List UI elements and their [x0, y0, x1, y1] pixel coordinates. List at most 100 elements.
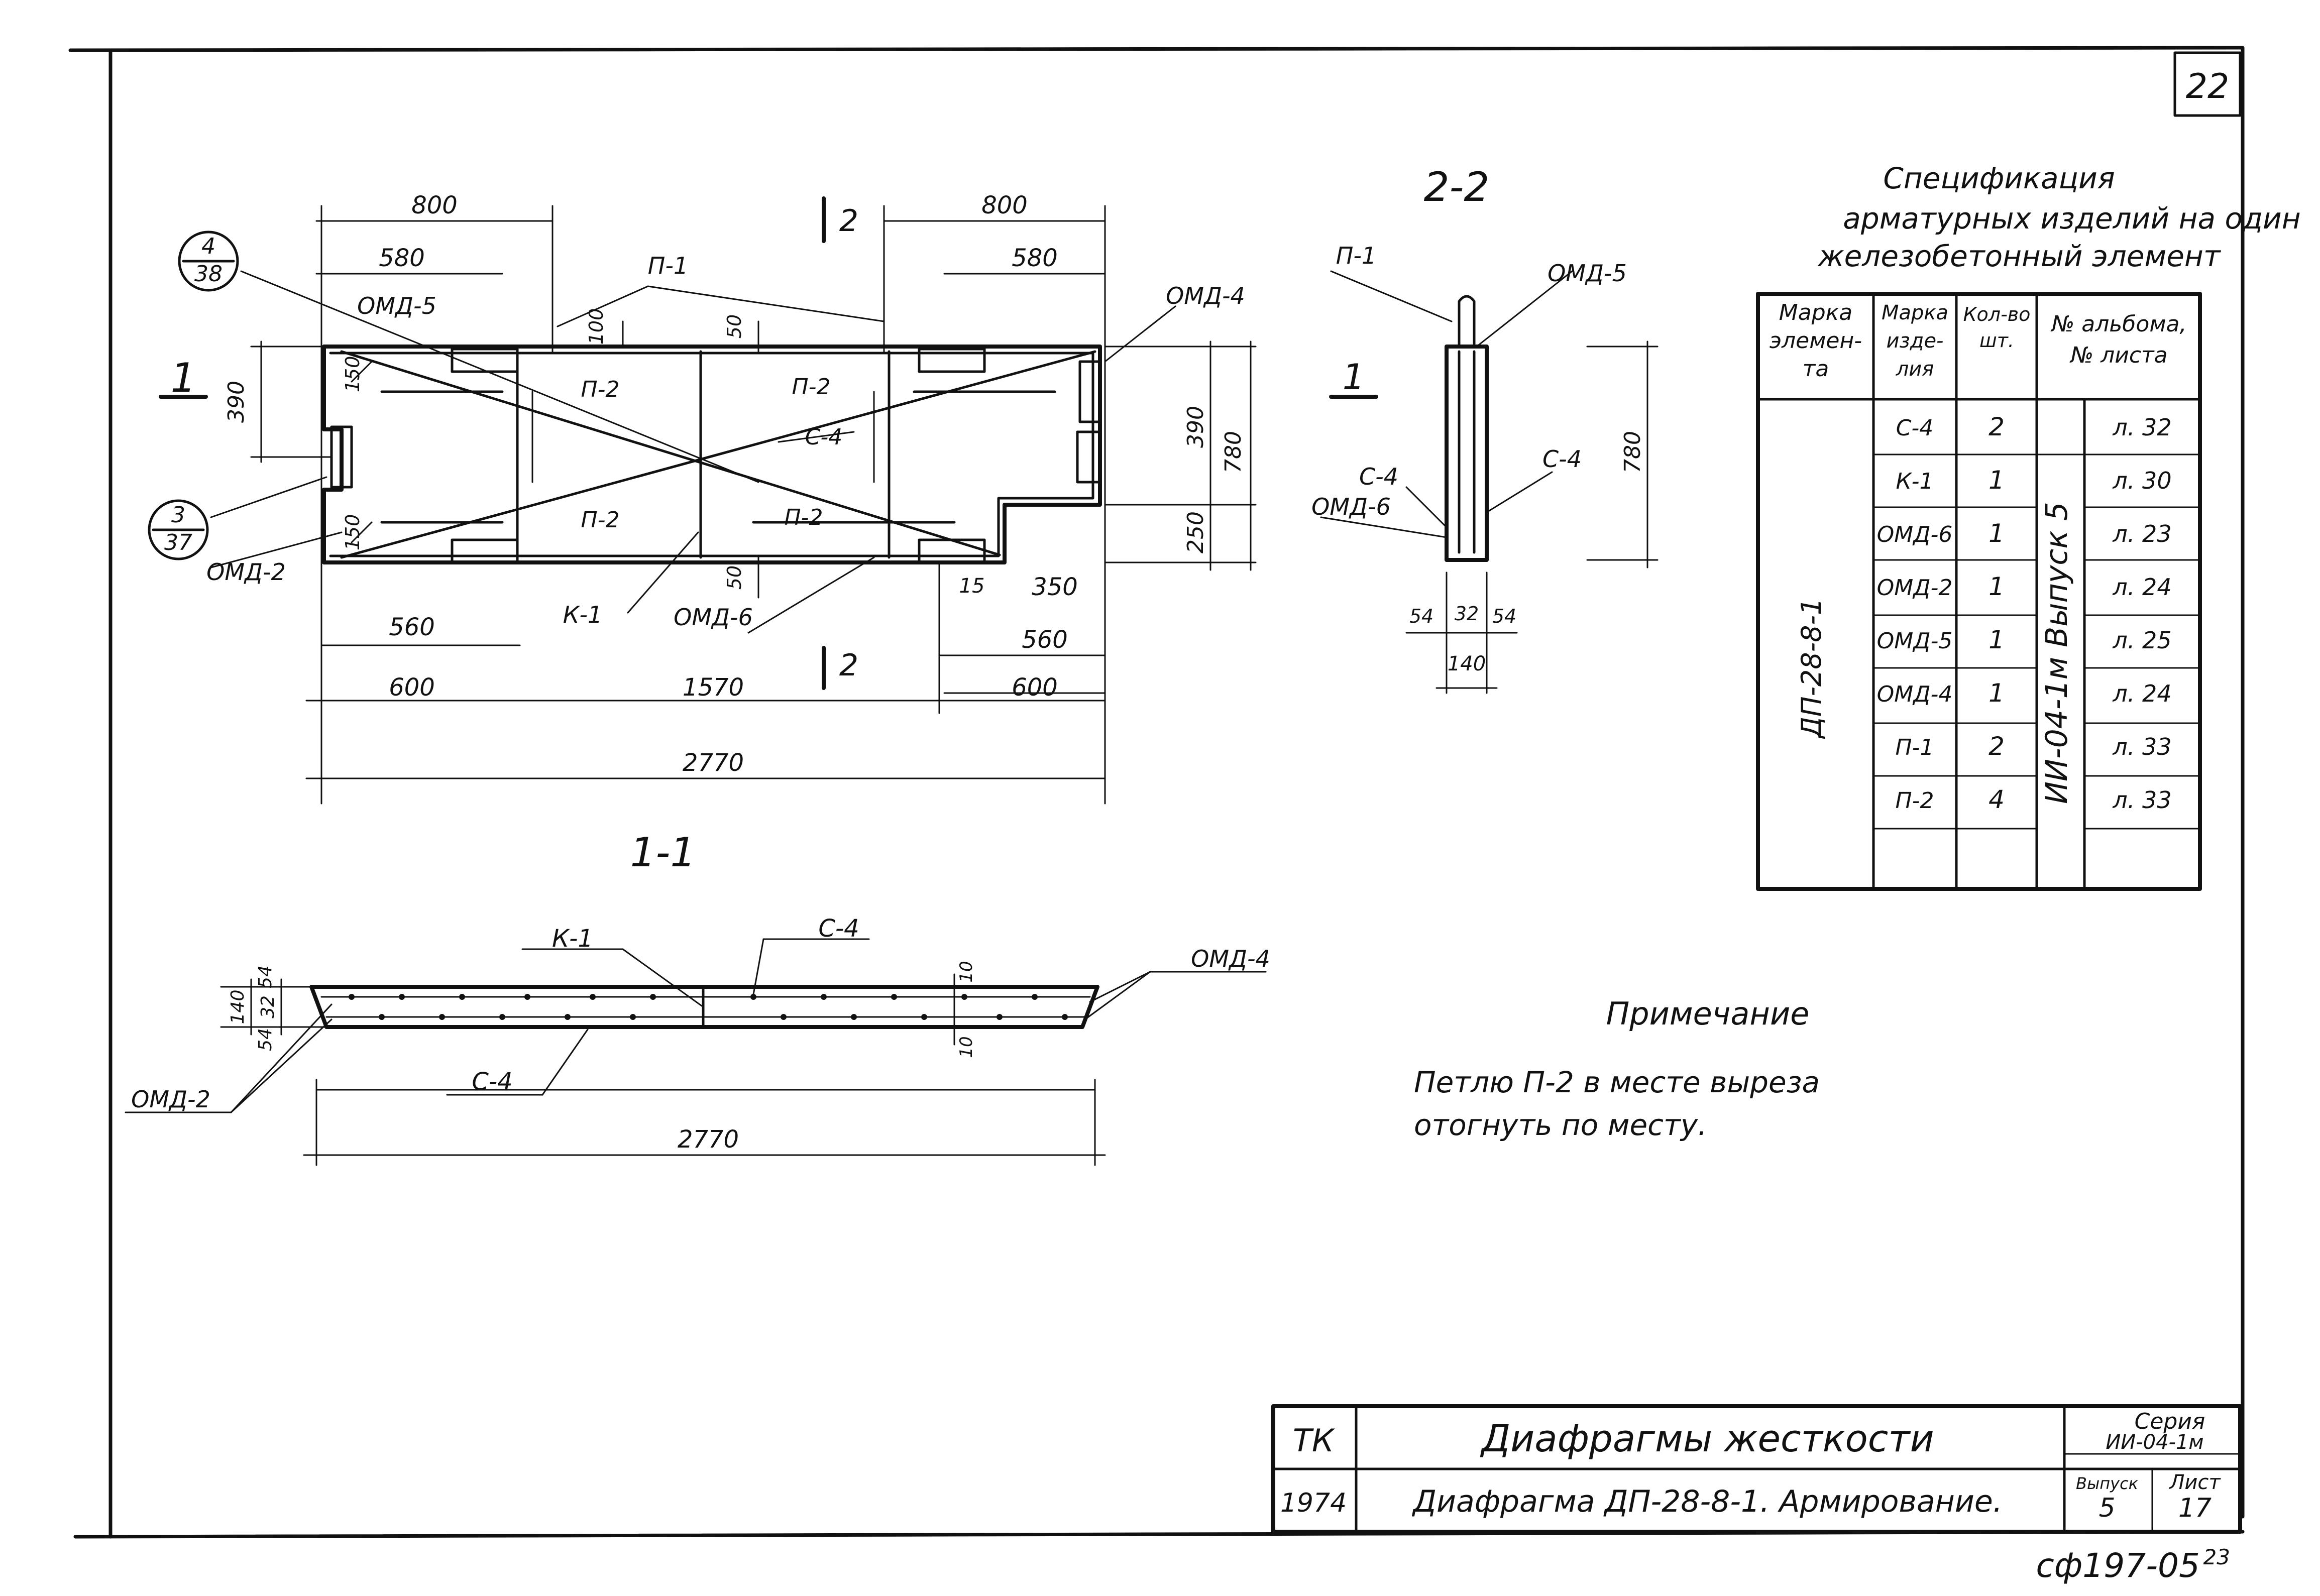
header-qty: Кол-во шт.	[1963, 303, 2031, 352]
spec-headers: Марка элемен-та Марка изде-лия Кол-во шт…	[1769, 300, 2187, 382]
plan-view	[322, 345, 1102, 564]
spec-title-line-3: железобетонный элемент	[1817, 239, 2221, 273]
callout-num: 4	[201, 234, 215, 259]
label-omd5: ОМД-5	[357, 292, 436, 319]
spec-row-qty: 2	[1988, 732, 2005, 761]
title-block: ТК 1974 Диафрагмы жесткости Диафрагма ДП…	[1271, 1404, 2242, 1534]
tb-org: ТК	[1293, 1422, 1336, 1459]
spec-row-sheet: л. 24	[2112, 680, 2171, 707]
spec-row-sheet: л. 25	[2112, 627, 2171, 654]
section-22-title: 2-2	[1424, 164, 1490, 210]
s11-dim-140: 140	[228, 990, 248, 1024]
s11-dim-54-top: 54	[255, 965, 276, 988]
section-2-2: 2-2 П-1 ОМД-5 С-4 ОМД-6 С-4 1 780 54 32 …	[1311, 164, 1659, 694]
s22-label-omd5: ОМД-5	[1548, 260, 1627, 287]
spec-title-line-2: арматурных изделий на один	[1843, 201, 2300, 236]
label-omd4: ОМД-4	[1166, 282, 1245, 309]
spec-row-qty: 1	[1988, 572, 2005, 601]
s22-dim-54-right: 54	[1492, 605, 1516, 627]
s11-dim-32: 32	[258, 995, 278, 1018]
spec-row-qty: 1	[1988, 466, 2005, 495]
callout-den: 37	[164, 530, 192, 555]
note-line-2: отогнуть по месту.	[1414, 1108, 1707, 1142]
dim-2770-plan: 2770	[683, 749, 744, 777]
spec-row-item: ОМД-5	[1877, 628, 1953, 654]
tb-title: Диафрагмы жесткости	[1480, 1417, 1934, 1460]
section-mark-2-top: 2	[839, 203, 858, 239]
label-p2-lower-left: П-2	[581, 507, 620, 533]
label-c4: С-4	[805, 424, 843, 450]
spec-rows: С-4 2 л. 32 К-1 1 л. 30 ОМД-6 1 л. 23 ОМД-2 1 л. 24…	[1877, 412, 2172, 814]
dim-560-left: 560	[389, 613, 435, 641]
dim-580-left: 580	[379, 244, 425, 272]
spec-table	[1756, 292, 2202, 891]
s22-label-omd6: ОМД-6	[1311, 493, 1391, 520]
s11-dim-54-bottom: 54	[255, 1028, 276, 1051]
spec-row-qty: 4	[1988, 785, 2005, 814]
dim-390-right: 390	[1183, 406, 1208, 448]
s22-dim-32: 32	[1455, 603, 1479, 625]
section-mark-2-bottom: 2	[839, 648, 858, 683]
callout-4-38: 4 38	[178, 231, 239, 292]
label-p2-upper-right: П-2	[792, 374, 831, 400]
spec-row-item: К-1	[1896, 469, 1933, 494]
spec-row-item: ОМД-2	[1877, 575, 1953, 601]
callout-3-37: 3 37	[148, 499, 209, 560]
dim-600-right: 600	[1012, 673, 1058, 702]
header-album: № альбома, № листа	[2051, 311, 2187, 368]
callout-num: 3	[171, 502, 185, 528]
archive-stamp: сф197-05	[2036, 1546, 2200, 1585]
spec-row-sheet: л. 32	[2112, 414, 2171, 441]
dim-390-left: 390	[224, 381, 249, 423]
spec-row-qty: 1	[1988, 519, 2005, 548]
label-omd6: ОМД-6	[674, 604, 753, 631]
header-element-mark: Марка элемен-та	[1769, 300, 1862, 382]
tb-issue: 5	[2098, 1493, 2115, 1523]
dim-800-right: 800	[981, 191, 1028, 219]
s22-label-c4-left: С-4	[1359, 463, 1398, 490]
dim-250: 250	[1183, 511, 1208, 553]
spec-row-item: П-1	[1896, 735, 1934, 760]
label-p1: П-1	[648, 252, 688, 279]
header-item-mark: Марка изде-лия	[1881, 301, 1949, 381]
tb-sheet: 17	[2178, 1493, 2212, 1523]
spec-title-line-1: Спецификация	[1883, 161, 2115, 195]
s22-dim-54-left: 54	[1409, 605, 1433, 627]
spec-row-item: С-4	[1896, 415, 1934, 441]
dim-600-left: 600	[389, 673, 435, 702]
archive-stamp-suffix: 23	[2203, 1545, 2230, 1569]
tb-issue-label: Выпуск	[2076, 1474, 2139, 1493]
s11-label-c4-top: С-4	[818, 915, 859, 943]
dim-15: 15	[959, 575, 985, 598]
tb-series: ИИ-04-1м	[2106, 1431, 2203, 1454]
album-issue: ИИ-04-1м Выпуск 5	[2039, 502, 2074, 804]
spec-row-item: ОМД-4	[1877, 681, 1953, 707]
label-p2-lower-right: П-2	[785, 505, 823, 530]
s22-dim-140: 140	[1448, 652, 1486, 675]
s11-label-omd4: ОМД-4	[1191, 945, 1270, 972]
s22-dim-780: 780	[1620, 431, 1645, 473]
note-title: Примечание	[1606, 995, 1810, 1032]
spec-row-sheet: л. 30	[2112, 467, 2171, 494]
tb-sheet-label: Лист	[2168, 1471, 2221, 1494]
sheet-number: 22	[2186, 67, 2230, 106]
dim-800-left: 800	[411, 191, 458, 219]
spec-row-sheet: л. 23	[2112, 520, 2171, 547]
dim-150-top: 150	[342, 356, 364, 393]
element-mark: ДП-28-8-1	[1796, 598, 1827, 739]
spec-row-item: ОМД-6	[1877, 522, 1953, 547]
label-k1: К-1	[563, 601, 603, 628]
rebar-dots-bottom	[379, 1014, 1068, 1020]
dim-100: 100	[585, 308, 607, 345]
dim-50-top: 50	[723, 314, 745, 338]
spec-row-qty: 1	[1988, 625, 2005, 654]
s22-label-p1: П-1	[1336, 242, 1376, 269]
note: Примечание Петлю П-2 в месте выреза отог…	[1414, 995, 1820, 1142]
plan-labels: 800 580 800 580 100 50 150 390 150 390 7…	[171, 191, 1246, 777]
plan-dimension-lines	[159, 196, 1257, 805]
spec-row-qty: 2	[1988, 412, 2005, 441]
dim-350: 350	[1032, 573, 1078, 601]
s22-section-mark: 1	[1343, 357, 1365, 398]
dim-150-bottom: 150	[342, 514, 364, 551]
note-line-1: Петлю П-2 в месте выреза	[1414, 1065, 1820, 1099]
